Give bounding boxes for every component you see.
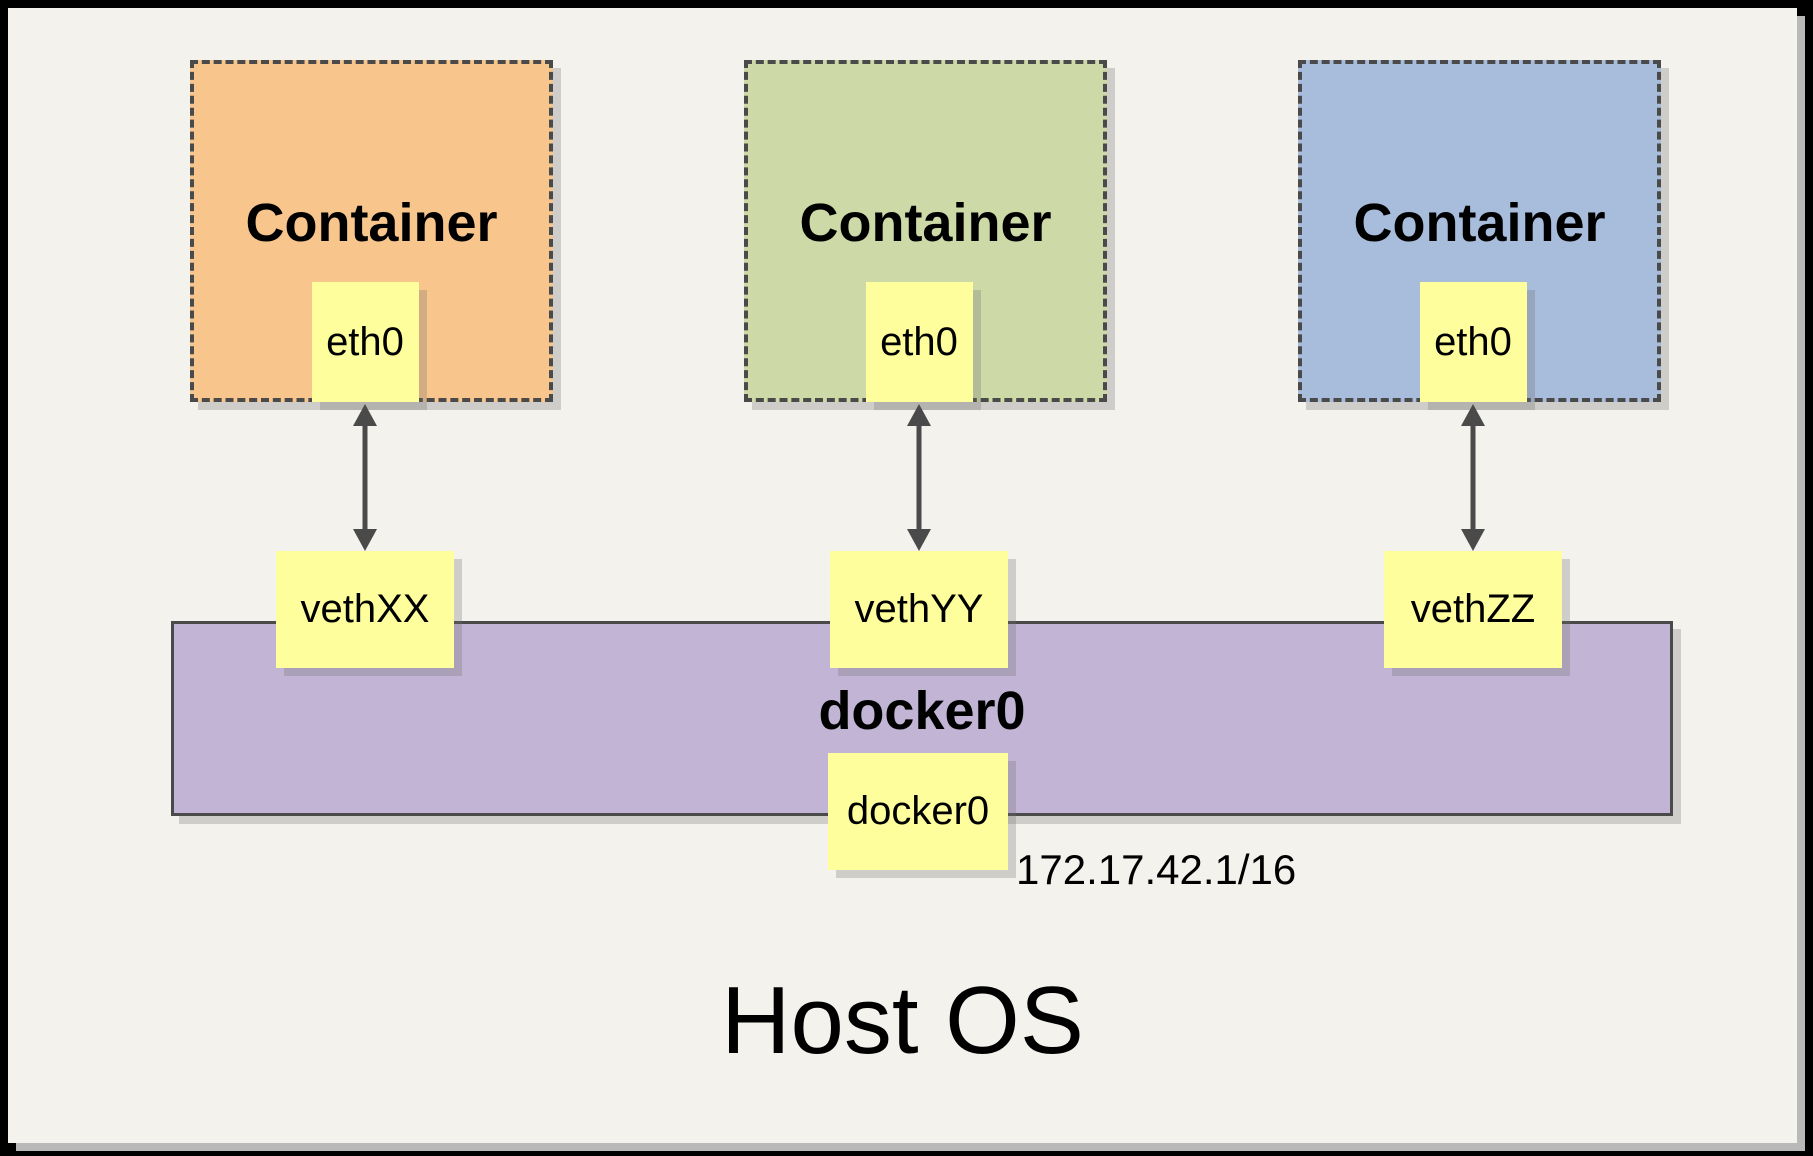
eth0-interface-label: eth0 (880, 319, 958, 364)
diagram-canvas: Container eth0 vethXX Container eth0 vet (8, 8, 1797, 1143)
container-box-2: Container eth0 (744, 60, 1107, 402)
eth0-interface-label: eth0 (326, 319, 404, 364)
eth0-interface-box: eth0 (865, 282, 973, 402)
vethyy-box: vethYY (830, 551, 1008, 668)
eth0-veth-arrow-icon (907, 404, 931, 551)
host-os-label: Host OS (721, 967, 1084, 1074)
vethxx-box: vethXX (276, 551, 454, 668)
docker0-interface-box: docker0 (828, 753, 1008, 870)
vethzz-label: vethZZ (1410, 587, 1536, 631)
container-box-3: Container eth0 (1298, 60, 1661, 402)
eth0-interface-box: eth0 (311, 282, 419, 402)
container-label: Container (799, 193, 1052, 253)
container-label: Container (1353, 193, 1606, 253)
eth0-interface-box: eth0 (1419, 282, 1527, 402)
vethyy-label: vethYY (854, 587, 984, 631)
docker0-interface-label: docker0 (846, 789, 990, 833)
eth0-interface-label: eth0 (1434, 319, 1512, 364)
eth0-veth-arrow-icon (1461, 404, 1485, 551)
vethxx-label: vethXX (300, 587, 430, 631)
bridge-ip-address: 172.17.42.1/16 (1016, 846, 1297, 893)
container-label: Container (245, 193, 498, 253)
vethzz-box: vethZZ (1384, 551, 1562, 668)
docker0-bridge-label: docker0 (818, 681, 1026, 741)
eth0-veth-arrow-icon (353, 404, 377, 551)
container-box-1: Container eth0 (190, 60, 553, 402)
